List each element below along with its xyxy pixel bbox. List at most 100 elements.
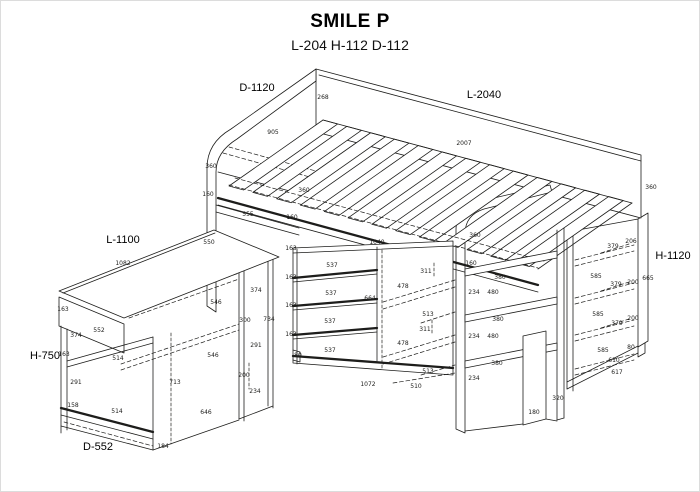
dim-annotation: 617 bbox=[611, 369, 623, 376]
dim-annotation: 646 bbox=[200, 409, 212, 416]
wardrobe-front-bottom-2 bbox=[566, 352, 639, 390]
chest-hidden-diag-1 bbox=[420, 311, 456, 324]
drawer-divider-2 bbox=[291, 297, 379, 308]
dim-annotation: 360 bbox=[469, 232, 481, 239]
dim-annotation: 374 bbox=[250, 287, 262, 294]
dim-annotation: 184 bbox=[157, 443, 169, 450]
dim-annotation: 291 bbox=[250, 342, 262, 349]
dim-annotation: 480 bbox=[487, 333, 499, 340]
dimension-label: D-552 bbox=[83, 441, 113, 453]
drawer-divider-2b bbox=[292, 302, 378, 311]
wardrobe-shelf-hidden-2b bbox=[574, 288, 635, 305]
chest-base-rail bbox=[291, 354, 455, 370]
page-title: SMILE P bbox=[310, 11, 390, 32]
wardrobe-right-panel bbox=[637, 212, 649, 348]
drawer-chest bbox=[291, 240, 456, 384]
desk-hidden-shelf-2a bbox=[120, 323, 240, 365]
chest-hidden-diag-2 bbox=[420, 364, 456, 376]
chest-hidden-shelf-1b bbox=[382, 286, 456, 310]
dim-annotation: 610 bbox=[608, 357, 620, 364]
deck-back-edge bbox=[322, 119, 633, 204]
dim-annotation: 360 bbox=[205, 163, 217, 170]
wardrobe-shelf-hidden-1a bbox=[574, 244, 635, 261]
dim-annotation: 664 bbox=[364, 295, 376, 302]
dim-annotation: 555 bbox=[242, 211, 254, 218]
dim-annotation: 2007 bbox=[456, 140, 471, 147]
dim-annotation: 163 bbox=[285, 274, 297, 281]
dim-annotation: 160 bbox=[202, 191, 214, 198]
chest-top-edge bbox=[292, 245, 454, 254]
desk-bottom-edge bbox=[60, 425, 154, 451]
desk-top bbox=[58, 229, 280, 319]
dim-annotation: 200 bbox=[238, 372, 250, 379]
dim-annotation: 374 bbox=[70, 332, 82, 339]
dim-annotation: 537 bbox=[324, 318, 336, 325]
dim-annotation: 234 bbox=[468, 333, 480, 340]
dim-annotation: 300 bbox=[239, 317, 251, 324]
dim-annotation: 80 bbox=[294, 352, 302, 359]
dim-annotation: 1082 bbox=[115, 260, 130, 267]
dim-annotation: 163 bbox=[285, 331, 297, 338]
column-shelf-1 bbox=[464, 250, 558, 277]
dim-annotation: 380 bbox=[492, 316, 504, 323]
wardrobe-depth-diag-1 bbox=[600, 243, 630, 254]
dim-annotation: 510 bbox=[410, 383, 422, 390]
bed-left-deck-edge bbox=[217, 171, 302, 195]
desk-shelf-top bbox=[66, 336, 154, 362]
drawer-divider-1 bbox=[291, 268, 379, 280]
bed-left-shelf-bottom bbox=[215, 211, 300, 236]
dim-annotation: 1072 bbox=[360, 381, 375, 388]
desk bbox=[58, 229, 280, 451]
dim-annotation: 550 bbox=[203, 239, 215, 246]
dim-annotation: 234 bbox=[249, 388, 261, 395]
chest-hidden-shelf-1a bbox=[382, 279, 456, 303]
drawer-divider-3b bbox=[292, 331, 378, 340]
dim-annotation: 585 bbox=[592, 311, 604, 318]
column-right-panel-bottom bbox=[556, 417, 565, 421]
dim-annotation: 514 bbox=[112, 355, 124, 362]
wardrobe-shelf-hidden-1b bbox=[574, 250, 635, 267]
dim-annotation: 513 bbox=[422, 368, 434, 375]
dim-annotation: 160 bbox=[286, 214, 298, 221]
dimension-label: L-2040 bbox=[467, 89, 501, 101]
desk-hidden-shelf-1b bbox=[128, 278, 240, 319]
dim-annotation: 163 bbox=[285, 302, 297, 309]
dim-annotation: 514 bbox=[111, 408, 123, 415]
wardrobe-front-bottom bbox=[566, 345, 639, 383]
dim-annotation: 552 bbox=[93, 327, 105, 334]
desk-top-inner-edge bbox=[62, 232, 216, 294]
dim-annotation: 160 bbox=[465, 260, 477, 267]
dim-annotation: 546 bbox=[207, 352, 219, 359]
desk-shelf-bottom bbox=[66, 342, 154, 368]
desk-column-floor bbox=[238, 405, 274, 420]
wardrobe-shelf-hidden-4b bbox=[574, 359, 635, 376]
dim-annotation: 234 bbox=[468, 375, 480, 382]
dim-annotation: 1040 bbox=[369, 239, 384, 246]
dimension-label: D-1120 bbox=[239, 82, 274, 94]
dim-annotation: 320 bbox=[552, 395, 564, 402]
wardrobe-shelf-hidden-4a bbox=[574, 353, 635, 370]
dim-annotation: 234 bbox=[468, 289, 480, 296]
dim-annotation: 163 bbox=[58, 351, 70, 358]
dim-annotation: 905 bbox=[267, 129, 279, 136]
dim-annotation: 379 bbox=[610, 281, 622, 288]
dim-annotation: 537 bbox=[324, 347, 336, 354]
dim-annotation: 379 bbox=[607, 243, 619, 250]
dim-annotation: 478 bbox=[397, 340, 409, 347]
dim-annotation: 478 bbox=[397, 283, 409, 290]
dim-annotation: 163 bbox=[57, 306, 69, 313]
dim-annotation: 665 bbox=[642, 275, 654, 282]
wardrobe-shelf-hidden-3b bbox=[574, 325, 635, 342]
dim-annotation: 380 bbox=[494, 274, 506, 281]
dim-annotation: 537 bbox=[325, 290, 337, 297]
dim-annotation: 163 bbox=[285, 245, 297, 252]
shelf-column bbox=[464, 227, 565, 432]
drawing-header: SMILE P L-204 H-112 D-112 bbox=[1, 11, 699, 53]
dimension-label: L-1100 bbox=[106, 234, 139, 246]
bed-left-shelf-top bbox=[215, 204, 300, 229]
bed-back-rail bbox=[315, 68, 642, 219]
dim-annotation: 80 bbox=[627, 344, 635, 351]
deck-front-hidden-2 bbox=[234, 177, 545, 262]
dim-annotation: 713 bbox=[169, 379, 181, 386]
